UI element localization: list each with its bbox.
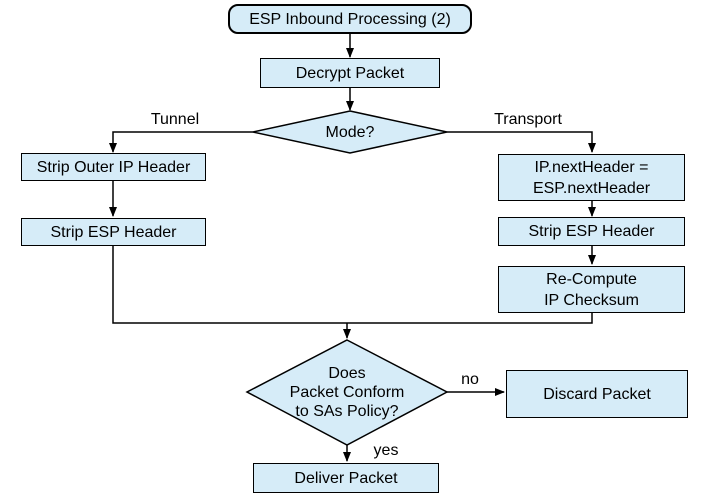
edge-merge-right — [347, 313, 593, 324]
discard-packet-node: Discard Packet — [506, 370, 688, 418]
transport-branch-label: Transport — [494, 111, 562, 128]
start-node: ESP Inbound Processing (2) — [228, 4, 472, 34]
strip-esp-header-left-node: Strip ESP Header — [21, 218, 206, 246]
edge-mode-transport — [447, 131, 596, 153]
strip-outer-ip-header-node: Strip Outer IP Header — [21, 153, 206, 181]
deliver-packet-node: Deliver Packet — [253, 463, 439, 493]
decrypt-packet-node: Decrypt Packet — [260, 58, 440, 88]
mode-decision-label: Mode? — [325, 123, 375, 141]
yes-branch-label: yes — [373, 442, 399, 459]
mode-decision-shape — [252, 110, 448, 154]
edge-mode-tunnel — [109, 131, 253, 153]
no-branch-label: no — [461, 371, 479, 388]
ip-nextheader-node: IP.nextHeader = ESP.nextHeader — [498, 154, 685, 201]
edge-merge-left — [112, 246, 347, 324]
strip-esp-header-right-node: Strip ESP Header — [498, 217, 685, 246]
tunnel-branch-label: Tunnel — [150, 111, 200, 128]
recompute-checksum-node: Re-Compute IP Checksum — [498, 266, 685, 313]
conform-decision-label: Does Packet Conform to SAs Policy? — [289, 364, 405, 420]
